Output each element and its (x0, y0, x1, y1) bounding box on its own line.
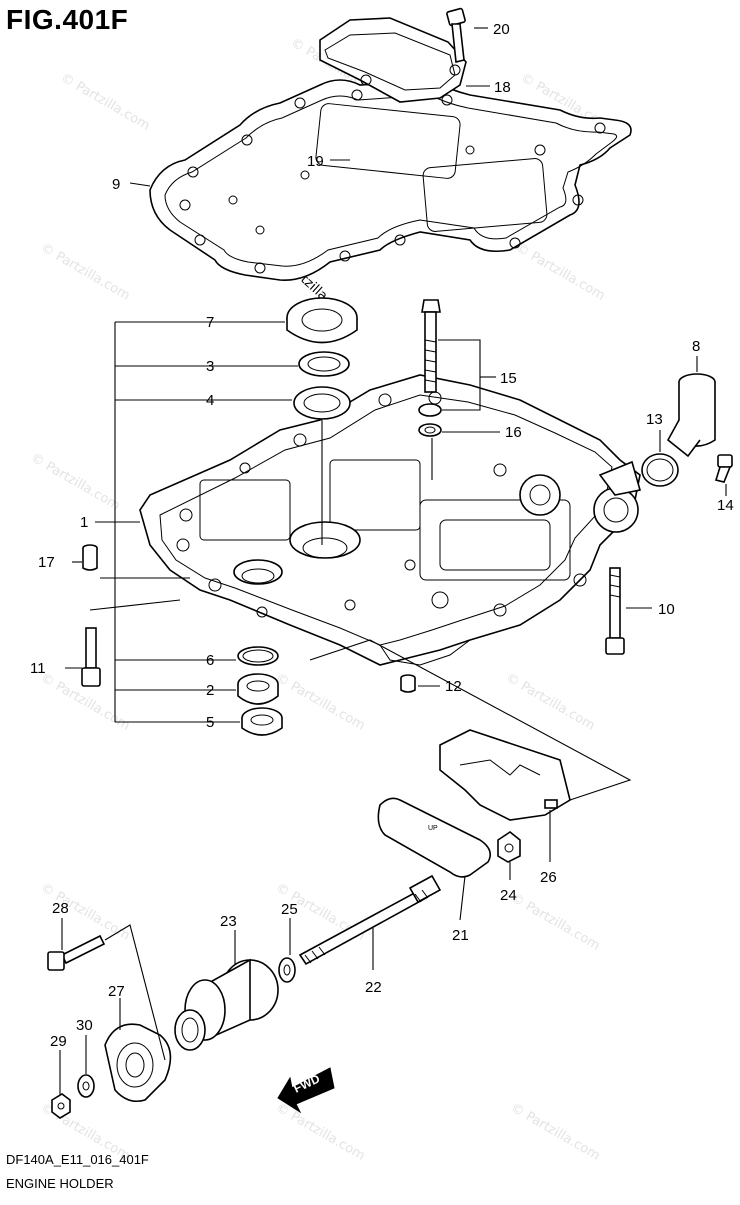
callout-25: 25 (281, 901, 298, 918)
diagram-code: DF140A_E11_016_401F (6, 1152, 149, 1167)
callout-9: 9 (112, 176, 120, 193)
watermark: © Partzilla.com (513, 240, 607, 303)
part-24-nut (497, 831, 521, 863)
watermark: © Partzilla.com (508, 1100, 602, 1163)
watermark: © Partzilla.com (38, 240, 132, 303)
part-22-stud-bolt (298, 874, 442, 966)
callout-18: 18 (494, 79, 511, 96)
part-14-screw (714, 454, 733, 483)
fwd-arrow-icon: FWD (277, 1067, 335, 1114)
part-9-gasket (149, 79, 632, 281)
part-4-oil-seal (293, 386, 351, 420)
part-16-washer (418, 423, 442, 480)
part-2-bearing (237, 673, 279, 705)
callout-28: 28 (52, 900, 69, 917)
diagram-caption: ENGINE HOLDER (6, 1176, 114, 1191)
callout-29: 29 (50, 1033, 67, 1050)
part-5-oil-seal (241, 707, 283, 736)
figure-title: FIG.401F (6, 4, 129, 35)
part-18-cover (319, 17, 467, 103)
callout-20: 20 (493, 21, 510, 38)
part-28-bolt (47, 934, 106, 971)
part-12-dowel-pin (400, 674, 416, 693)
part-29-nut (51, 1093, 71, 1119)
part-17-dowel-pin (82, 544, 98, 571)
part-13-o-ring (641, 453, 679, 487)
callout-13: 13 (646, 411, 663, 428)
callout-27: 27 (108, 983, 125, 1000)
callout-5: 5 (206, 714, 214, 731)
callout-24: 24 (500, 887, 517, 904)
callout-11: 11 (30, 660, 46, 677)
callout-15: 15 (500, 370, 517, 387)
leader-lines (59, 27, 727, 1095)
part-20-bolt (446, 7, 466, 63)
part-8-water-fitting (666, 373, 716, 458)
callout-1: 1 (80, 514, 88, 531)
callout-4: 4 (206, 392, 214, 409)
callout-14: 14 (717, 497, 734, 514)
callout-22: 22 (365, 979, 382, 996)
up-mark: UP (428, 825, 438, 832)
part-21-gasket: UP (377, 797, 491, 878)
part-26-mount-bracket (439, 729, 571, 821)
callout-16: 16 (505, 424, 522, 441)
callout-12: 12 (445, 678, 462, 695)
watermark: © Partzilla.com (503, 670, 597, 733)
watermark: © Partzilla.com (273, 670, 367, 733)
part-6-snap-ring (237, 646, 279, 666)
callout-8: 8 (692, 338, 700, 355)
part-10-bolt (605, 567, 625, 655)
part-23-rubber-mount (174, 958, 279, 1051)
callout-19: 19 (307, 153, 324, 170)
part-11-bolt (81, 627, 101, 687)
part-7-oil-seal (286, 297, 358, 344)
watermark: © Partzilla.com (508, 890, 602, 953)
callout-30: 30 (76, 1017, 93, 1034)
callout-17: 17 (38, 554, 55, 571)
callout-10: 10 (658, 601, 675, 618)
part-30-washer (77, 1074, 95, 1098)
watermark: © Partzilla.com (28, 450, 122, 513)
part-27-mount-cap (104, 1023, 172, 1103)
watermark: © Partzilla.com (58, 70, 152, 133)
callout-21: 21 (452, 927, 469, 944)
callout-3: 3 (206, 358, 214, 375)
part-1-engine-holder (139, 374, 642, 666)
callout-2: 2 (206, 682, 214, 699)
part-3-ring (298, 351, 350, 377)
callouts: 20 18 19 9 7 3 4 15 16 8 13 14 1 17 10 1… (30, 21, 734, 1050)
callout-6: 6 (206, 652, 214, 669)
callout-23: 23 (220, 913, 237, 930)
watermark: © Partzilla.com (273, 1100, 367, 1163)
callout-26: 26 (540, 869, 557, 886)
part-15-bolt (418, 299, 442, 417)
callout-7: 7 (206, 314, 214, 331)
part-25-washer (278, 957, 296, 983)
